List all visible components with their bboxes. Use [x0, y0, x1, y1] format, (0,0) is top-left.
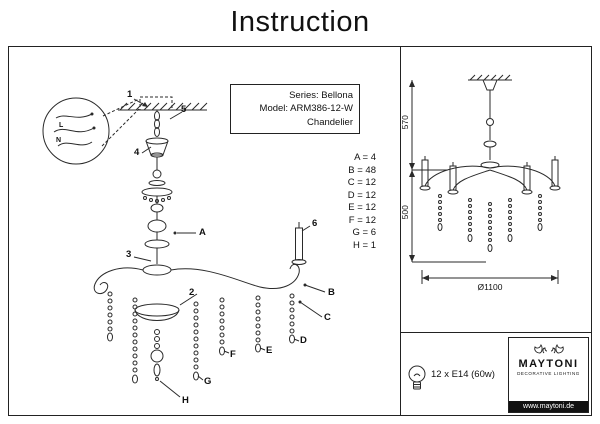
callout-leaders	[133, 98, 326, 398]
callout-G: G	[204, 376, 212, 387]
callout-F: F	[230, 349, 236, 360]
page-title: Instruction	[230, 6, 370, 38]
arms	[93, 222, 307, 295]
callout-D: D	[300, 335, 307, 346]
callout-A: A	[199, 227, 206, 238]
canopy	[145, 137, 169, 158]
dimension-lower-height: 500	[399, 205, 410, 220]
callout-H: H	[182, 395, 189, 406]
part-count: E = 12	[348, 202, 376, 213]
callout-1: 1	[127, 89, 133, 100]
chain	[154, 110, 160, 137]
callout-C: C	[324, 312, 331, 323]
dimension-upper-height: 570	[399, 115, 410, 130]
magnifier-detail	[42, 97, 140, 165]
part-count: G = 6	[352, 227, 377, 238]
callout-5: 5	[181, 104, 187, 115]
center-column	[141, 157, 173, 276]
callout-2: 2	[189, 287, 195, 298]
brand-website: www.maytoni.de	[509, 401, 588, 412]
birds-ornament-icon	[533, 343, 564, 354]
bulb-icon	[408, 365, 426, 390]
vertical-divider	[400, 46, 401, 415]
part-count: B = 48	[348, 164, 376, 176]
lamp-spec: 12 x E14 (60w)	[431, 369, 495, 380]
part-count: A = 4	[354, 152, 376, 163]
horizontal-divider	[400, 332, 591, 333]
bead-strands	[107, 291, 295, 384]
product-info-box: Series: Bellona Model: ARM386-12-W Chand…	[230, 84, 360, 134]
part-count: H = 1	[353, 239, 376, 251]
bottom-bowl	[134, 303, 180, 381]
callout-E: E	[266, 345, 273, 356]
part-count: C = 12	[347, 177, 376, 188]
callout-3: 3	[126, 249, 132, 260]
callout-4: 4	[134, 147, 140, 158]
brand-name: MAYTONI	[518, 358, 579, 370]
callout-6: 6	[312, 218, 318, 229]
wire-line-label: L	[59, 122, 64, 129]
sheet-border	[8, 46, 592, 416]
part-count: F = 12	[348, 214, 376, 226]
series-label: Series: Bellona	[289, 90, 353, 101]
parts-count-list: A = 4 B = 48 C = 12 D = 12 E = 12 F = 12…	[330, 152, 376, 252]
part-count: D = 12	[347, 189, 376, 201]
model-label: Model: ARM386-12-W	[259, 103, 353, 115]
dimension-drawing	[409, 74, 561, 284]
wire-neutral-label: N	[56, 137, 62, 144]
brand-logo-box: MAYTONI DECORATIVE LIGHTING www.maytoni.…	[508, 337, 589, 413]
dimension-diameter: Ø1100	[477, 282, 503, 292]
callout-B: B	[328, 287, 335, 298]
brand-tagline: DECORATIVE LIGHTING	[517, 371, 580, 376]
product-type-label: Chandelier	[307, 116, 353, 128]
